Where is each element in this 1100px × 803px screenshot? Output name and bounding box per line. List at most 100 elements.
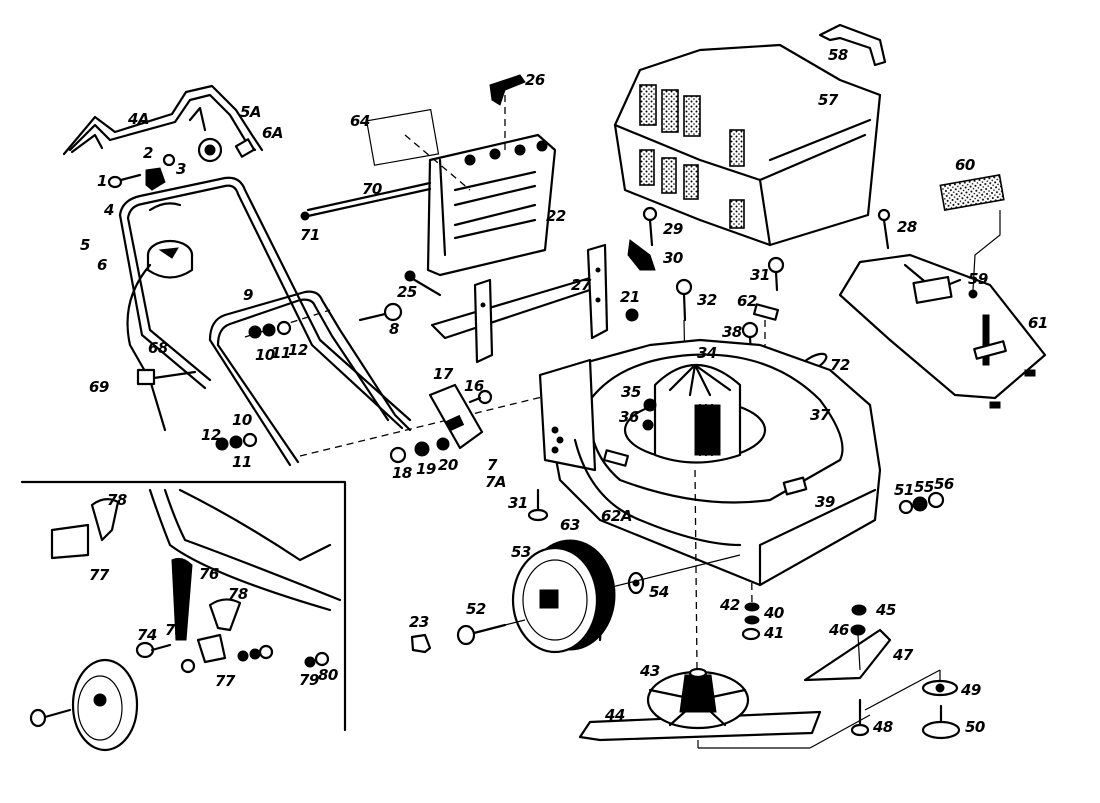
part-label-4a: 4A: [128, 110, 150, 128]
washer-54: [627, 571, 645, 595]
part-label-63: 63: [560, 516, 580, 534]
part-label-68: 68: [148, 339, 168, 357]
part-label-72: 72: [830, 356, 850, 374]
part-label-43: 43: [640, 662, 660, 680]
part-label-59: 59: [968, 270, 988, 288]
part-label-41: 41: [764, 624, 784, 642]
part-label-46: 46: [829, 621, 849, 639]
part-label-64: 64: [350, 112, 370, 130]
part-label-62a: 62A: [601, 507, 632, 525]
part-label-54: 54: [649, 583, 669, 601]
upper-handle-4a: [62, 84, 264, 163]
part-label-79: 79: [299, 671, 319, 689]
cap-23: [410, 633, 432, 654]
part-label-40: 40: [764, 604, 784, 622]
screw-21: [625, 308, 639, 322]
washers-18-20: [389, 437, 450, 464]
part-label-44: 44: [605, 706, 625, 724]
part-label-3: 3: [176, 160, 186, 178]
clamp-parts-1-3: [107, 153, 176, 191]
part-label-12-top: 12: [288, 341, 308, 359]
blade-hub-43: [646, 469, 750, 730]
part-label-26: 26: [525, 71, 545, 89]
switch-box-5: [146, 239, 194, 279]
part-label-77-top: 77: [89, 566, 109, 584]
part-label-18: 18: [392, 464, 412, 482]
rear-wheel-53: [511, 539, 616, 654]
part-label-80: 80: [318, 666, 338, 684]
part-label-12-bottom: 12: [201, 426, 221, 444]
part-label-47: 47: [893, 646, 913, 664]
screw-31-top: [767, 256, 785, 292]
part-label-45: 45: [876, 601, 896, 619]
part-label-2: 2: [143, 144, 153, 162]
label-62a: [602, 449, 630, 467]
part-label-78-top: 78: [107, 491, 127, 509]
label-62: [752, 303, 780, 321]
part-label-21: 21: [620, 288, 640, 306]
part-label-75: 75: [165, 621, 185, 639]
screw-25: [404, 270, 442, 297]
part-label-9: 9: [243, 286, 253, 304]
part-label-76: 76: [199, 565, 219, 583]
part-label-51: 51: [894, 481, 914, 499]
part-label-25: 25: [397, 283, 417, 301]
cable-plug-69: [126, 263, 197, 432]
part-label-50: 50: [965, 718, 985, 736]
label-plate-64: [365, 108, 440, 166]
clip-26: [489, 74, 526, 155]
part-label-61: 61: [1028, 314, 1048, 332]
plate-47: [803, 604, 892, 682]
part-label-1: 1: [97, 172, 107, 190]
part-label-56: 56: [934, 475, 954, 493]
part-label-69: 69: [89, 378, 109, 396]
part-label-5: 5: [80, 236, 90, 254]
part-label-19: 19: [416, 460, 436, 478]
part-label-17: 17: [433, 365, 453, 383]
part-label-4: 4: [104, 201, 114, 219]
washer-49: [921, 679, 959, 697]
part-label-11-bottom: 11: [232, 453, 252, 471]
part-label-11-top: 11: [271, 344, 291, 362]
part-label-70: 70: [362, 180, 382, 198]
part-label-57: 57: [818, 91, 838, 109]
part-label-20: 20: [438, 456, 458, 474]
part-label-60: 60: [955, 156, 975, 174]
part-label-6: 6: [97, 256, 107, 274]
part-label-16: 16: [464, 377, 484, 395]
part-label-62: 62: [737, 292, 757, 310]
part-label-39: 39: [815, 493, 835, 511]
adjuster-50: [921, 704, 961, 740]
bolt-8: [358, 302, 403, 322]
washers-51-56: [898, 491, 945, 515]
part-label-32: 32: [697, 291, 717, 309]
part-label-27: 27: [571, 276, 591, 294]
part-label-52: 52: [466, 600, 486, 618]
bracket-17: [428, 383, 493, 450]
switch-button-60: [939, 174, 1005, 211]
bracket-27: [430, 243, 609, 364]
part-label-48: 48: [873, 718, 893, 736]
washers-40-42: [741, 602, 761, 641]
part-label-77-bottom: 77: [215, 672, 235, 690]
part-label-22: 22: [546, 207, 566, 225]
part-label-36: 36: [619, 408, 639, 426]
screw-48: [850, 698, 870, 737]
grass-flap-22: [426, 133, 557, 277]
part-label-49: 49: [961, 681, 981, 699]
part-label-74: 74: [137, 626, 157, 644]
part-label-34: 34: [697, 344, 717, 362]
part-label-8: 8: [389, 320, 399, 338]
part-label-31-bottom: 31: [508, 494, 528, 512]
label-39: [782, 476, 808, 496]
part-label-78-bottom: 78: [228, 585, 248, 603]
part-label-6a: 6A: [262, 124, 284, 142]
part-label-7a: 7A: [485, 473, 507, 491]
screw-28: [877, 208, 891, 250]
part-label-7: 7: [487, 456, 497, 474]
lower-handle-4: [118, 176, 412, 430]
part-label-53: 53: [511, 543, 531, 561]
motor-34: [623, 363, 767, 464]
part-label-10-top: 10: [255, 346, 275, 364]
